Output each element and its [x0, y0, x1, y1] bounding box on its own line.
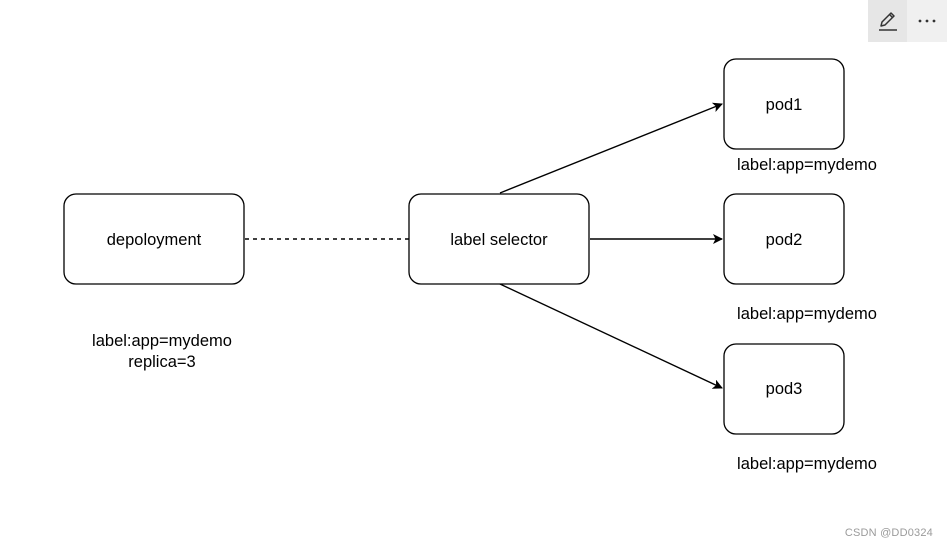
edit-button[interactable] — [868, 0, 907, 42]
node-label-selector[interactable]: label selector — [408, 193, 590, 285]
node-pod1[interactable]: pod1 — [723, 58, 845, 150]
watermark: CSDN @DD0324 — [844, 527, 933, 539]
node-pod2[interactable]: pod2 — [723, 193, 845, 285]
image-toolbar — [868, 0, 947, 42]
node-pod3[interactable]: pod3 — [723, 343, 845, 435]
pod3-label-annotation: label:app=mydemo — [737, 455, 877, 473]
more-options-button[interactable] — [907, 0, 946, 42]
node-pod3-label: pod3 — [766, 380, 803, 398]
pod1-label-annotation: label:app=mydemo — [737, 156, 877, 174]
node-pod2-label: pod2 — [766, 231, 803, 249]
deployment-replica-annotation: replica=3 — [128, 353, 195, 371]
deployment-label-annotation: label:app=mydemo — [92, 332, 232, 350]
pod2-label-annotation: label:app=mydemo — [737, 305, 877, 323]
more-horizontal-icon — [918, 19, 935, 23]
edge-selector-to-pod1 — [499, 102, 723, 194]
edge-selector-to-pod3 — [499, 283, 723, 389]
node-deployment[interactable]: depoloyment — [63, 193, 245, 285]
node-pod1-label: pod1 — [766, 96, 803, 114]
node-label-selector-label: label selector — [450, 231, 548, 249]
node-deployment-label: depoloyment — [107, 231, 202, 249]
pencil-icon — [878, 12, 897, 31]
